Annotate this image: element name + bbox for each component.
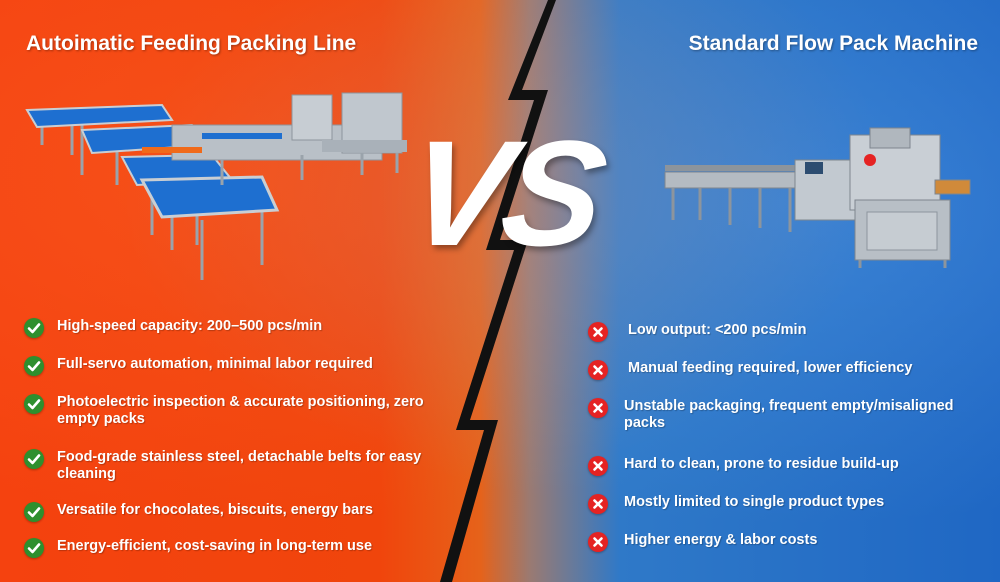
drawback-item: Manual feeding required, lower efficienc… [588, 360, 988, 380]
feature-item: Food-grade stainless steel, detachable b… [24, 449, 457, 483]
x-icon [588, 398, 608, 418]
vs-label: VS [398, 109, 610, 277]
feature-text: Food-grade stainless steel, detachable b… [57, 449, 422, 482]
drawback-text: Mostly limited to single product types [624, 494, 885, 510]
drawback-text: Low output: <200 pcs/min [628, 322, 807, 338]
check-icon [24, 394, 44, 414]
automatic-packing-line-image [25, 92, 407, 280]
check-icon [24, 449, 44, 469]
check-icon [24, 318, 44, 338]
drawback-item: Higher energy & labor costs [588, 532, 989, 552]
drawback-text: Unstable packaging, frequent empty/misal… [624, 398, 954, 431]
feature-text: Energy-efficient, cost-saving in long-te… [57, 538, 373, 554]
x-icon [588, 456, 608, 476]
drawback-text: Manual feeding required, lower efficienc… [628, 360, 913, 376]
drawback-item: Unstable packaging, frequent empty/misal… [588, 398, 989, 432]
check-icon [24, 356, 44, 376]
x-icon [588, 322, 608, 342]
feature-item: High-speed capacity: 200–500 pcs/min [24, 318, 323, 338]
drawback-text: Hard to clean, prone to residue build-up [624, 456, 899, 472]
drawback-item: Mostly limited to single product types [588, 494, 989, 514]
feature-item: Versatile for chocolates, biscuits, ener… [24, 502, 373, 522]
drawback-item: Hard to clean, prone to residue build-up [588, 456, 989, 476]
left-title: Autoimatic Feeding Packing Line [26, 32, 357, 55]
feature-text: Photoelectric inspection & accurate posi… [57, 394, 424, 427]
feature-text: High-speed capacity: 200–500 pcs/min [57, 318, 323, 334]
x-icon [588, 494, 608, 514]
drawback-text: Higher energy & labor costs [624, 532, 818, 548]
feature-item: Photoelectric inspection & accurate posi… [24, 394, 457, 428]
feature-item: Full-servo automation, minimal labor req… [24, 356, 373, 376]
flow-pack-machine-image [664, 127, 971, 268]
check-icon [24, 502, 44, 522]
check-icon [24, 538, 44, 558]
x-icon [588, 360, 608, 380]
x-icon [588, 532, 608, 552]
right-title: Standard Flow Pack Machine [688, 32, 978, 55]
feature-text: Full-servo automation, minimal labor req… [57, 356, 373, 372]
drawback-item: Low output: <200 pcs/min [588, 322, 988, 342]
feature-item: Energy-efficient, cost-saving in long-te… [24, 538, 373, 558]
feature-text: Versatile for chocolates, biscuits, ener… [57, 502, 373, 518]
